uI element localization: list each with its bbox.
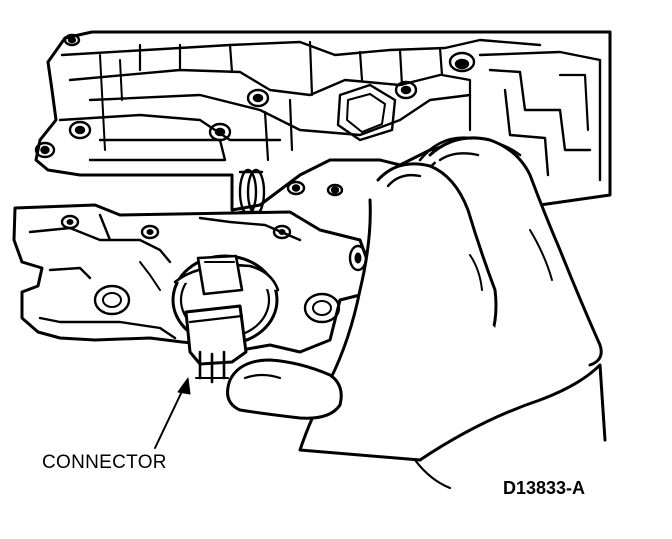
connector-leader-line	[154, 377, 191, 449]
technician-hand	[226, 136, 607, 490]
solenoid-connector	[171, 254, 280, 384]
connector-callout-label: CONNECTOR	[42, 452, 167, 473]
figure-number: D13833-A	[503, 478, 586, 498]
upper-valve-body-plate	[34, 30, 612, 212]
upper-plate-bolt-holes	[34, 33, 476, 197]
